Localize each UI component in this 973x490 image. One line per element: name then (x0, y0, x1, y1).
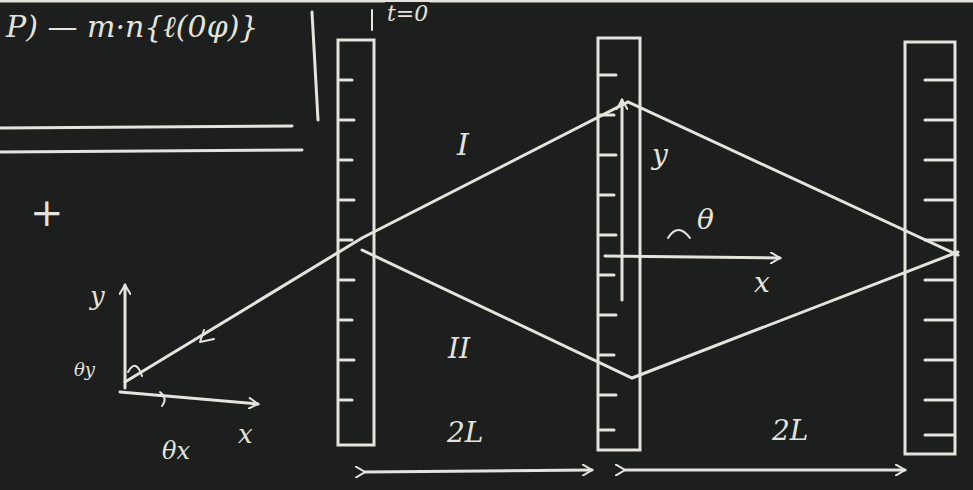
board-edge (0, 0, 973, 3)
axis-arrow (621, 100, 624, 300)
formula: P) — m·n{ℓ(0φ)} (4, 10, 260, 43)
time-label: t=0 (385, 2, 430, 26)
axis-arrow (120, 392, 258, 404)
dimension-line (625, 469, 905, 472)
beam-label: II (446, 334, 472, 365)
angle-label: θx (160, 438, 192, 464)
underline (0, 126, 292, 128)
dimension-label: 2L (770, 416, 810, 447)
axis-label: x (752, 268, 772, 299)
dimension-line (365, 470, 592, 472)
angle-arc (668, 230, 690, 238)
beam-path (362, 250, 958, 378)
underline (0, 150, 302, 152)
beam-path (125, 102, 958, 382)
axis-label: y (650, 140, 670, 171)
axis-arrow (124, 285, 127, 388)
plus-sign: + (28, 190, 66, 234)
beam-label: I (455, 128, 471, 161)
axis-label: y (88, 282, 107, 311)
angle-label: θy (72, 360, 97, 380)
grating (598, 38, 640, 450)
axis-label: x (236, 420, 255, 449)
bracket (312, 12, 318, 120)
axis-arrow (605, 256, 780, 258)
grating (905, 42, 955, 454)
dimension-label: 2L (445, 418, 485, 449)
angle-label: θ (695, 205, 716, 236)
